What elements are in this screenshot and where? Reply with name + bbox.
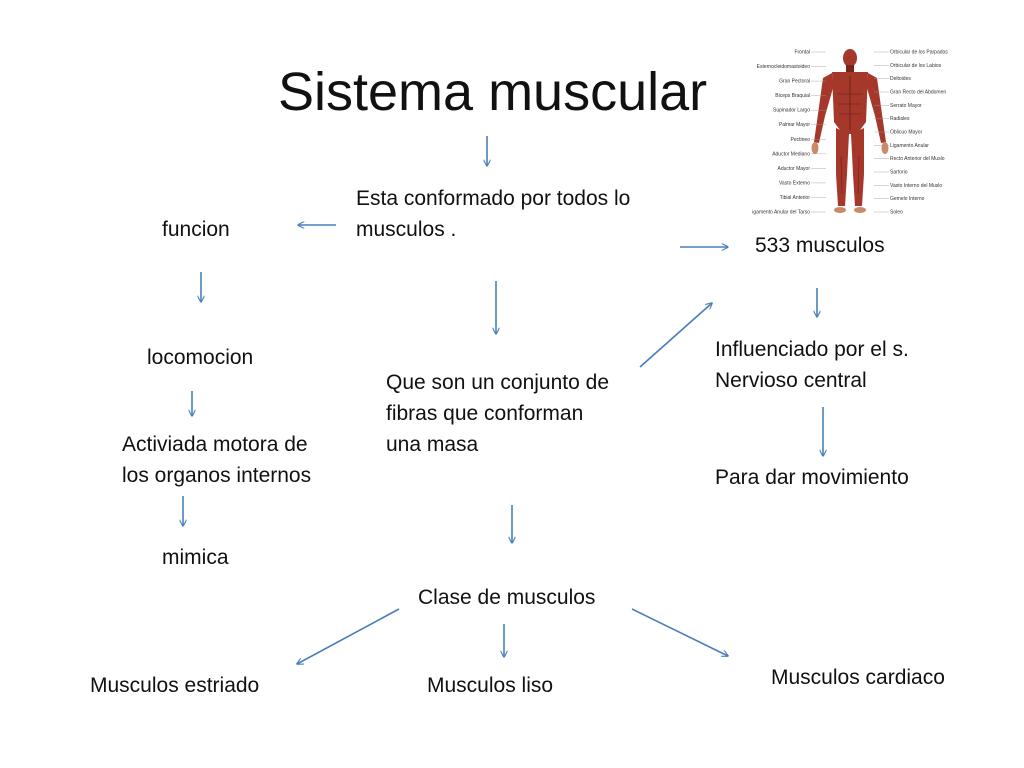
figure-label-right-3: Gran Recto del Abdomen: [890, 90, 946, 96]
figure-label-left-3: Biceps Braquial: [775, 93, 810, 99]
figure-label-right-5: Radiales: [890, 116, 910, 122]
figure-label-right-8: Recto Anterior del Muslo: [890, 156, 945, 162]
node-conjunto-line-1: Que son un conjunto de: [386, 371, 610, 394]
figure-label-right-11: Gemelo Interno: [890, 196, 925, 202]
arrow-conjunto-to-533: [639, 303, 712, 368]
muscle-body-icon: [811, 49, 889, 213]
figure-label-left-5: Palmar Mayor: [779, 122, 810, 128]
figure-label-left-11: Ligamento Anular del Tarso: [752, 210, 810, 216]
node-actividad: Activiada motora de los organos internos: [122, 429, 311, 491]
node-liso: Musculos liso: [427, 674, 554, 697]
figure-label-left-4: Supinador Largo: [773, 108, 810, 114]
node-influenciado-line-2: Nervioso central: [715, 369, 867, 392]
figure-label-left-0: Frontal: [794, 50, 810, 56]
node-funcion: funcion: [162, 218, 230, 241]
arrow-clase-to-cardiaco: [631, 608, 728, 656]
figure-label-left-6: Pectineo: [791, 137, 811, 143]
figure-label-right-1: Orbicular de los Labios: [890, 63, 942, 69]
figure-label-left-9: Vasto Externo: [779, 180, 810, 186]
node-movimiento: Para dar movimiento: [715, 466, 909, 489]
node-conformado-line-1: Esta conformado por todos lo: [356, 187, 631, 210]
node-influenciado: Influenciado por el s. Nervioso central: [715, 334, 909, 396]
page-title: Sistema muscular: [278, 62, 708, 122]
node-conjunto: Que son un conjunto de fibras que confor…: [386, 367, 609, 460]
node-mimica: mimica: [162, 546, 229, 569]
figure-label-right-0: Orbicular de los Parpados: [890, 50, 948, 56]
figure-label-left-10: Tibial Anterior: [780, 195, 811, 201]
node-conjunto-line-2: fibras que conforman: [386, 402, 584, 425]
figure-label-left-8: Aductor Mayor: [777, 166, 810, 172]
figure-label-left-1: Esternocleidomastoideo: [757, 64, 811, 70]
node-actividad-line-2: los organos internos: [122, 464, 312, 487]
figure-label-left-2: Gran Pectoral: [779, 79, 810, 85]
node-533-musculos: 533 musculos: [755, 234, 885, 257]
figure-label-right-6: Oblicuo Mayor: [890, 130, 923, 136]
figure-label-right-10: Vasto Interno del Muslo: [890, 183, 942, 189]
node-conformado-line-2: musculos .: [356, 218, 457, 241]
node-cardiaco: Musculos cardiaco: [771, 666, 945, 689]
node-clase: Clase de musculos: [418, 586, 596, 609]
node-locomocion: locomocion: [147, 346, 254, 369]
figure-label-right-7: Ligamento Anular: [890, 143, 929, 149]
node-actividad-line-1: Activiada motora de: [122, 433, 308, 456]
figure-label-right-2: Deltoides: [890, 76, 911, 82]
figure-label-left-7: Aductor Mediano: [772, 151, 810, 157]
node-conjunto-line-3: una masa: [386, 433, 479, 456]
node-conformado: Esta conformado por todos lo musculos .: [356, 183, 630, 245]
figure-label-right-12: Soleo: [890, 210, 903, 216]
arrow-clase-to-estriado: [297, 608, 400, 664]
node-estriado: Musculos estriado: [90, 674, 260, 697]
node-influenciado-line-1: Influenciado por el s.: [715, 338, 909, 361]
figure-label-right-4: Serrato Mayor: [890, 103, 922, 109]
figure-label-right-9: Sartorio: [890, 170, 908, 176]
